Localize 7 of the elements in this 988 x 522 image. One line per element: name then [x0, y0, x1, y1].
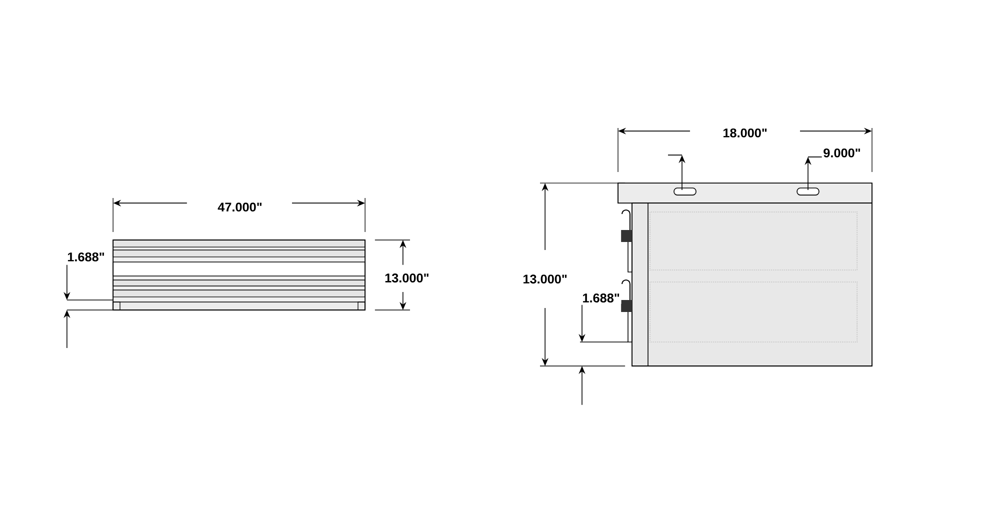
dimension-label: 13.000" [521, 273, 569, 285]
dimension-label: 18.000" [721, 127, 769, 139]
dimension-label: 13.000" [383, 272, 431, 284]
dimension-label: 9.000" [822, 147, 862, 159]
dimension-label: 1.688" [66, 251, 106, 263]
dimension-label: 1.688" [580, 292, 622, 304]
dimension-label: 47.000" [216, 201, 264, 213]
